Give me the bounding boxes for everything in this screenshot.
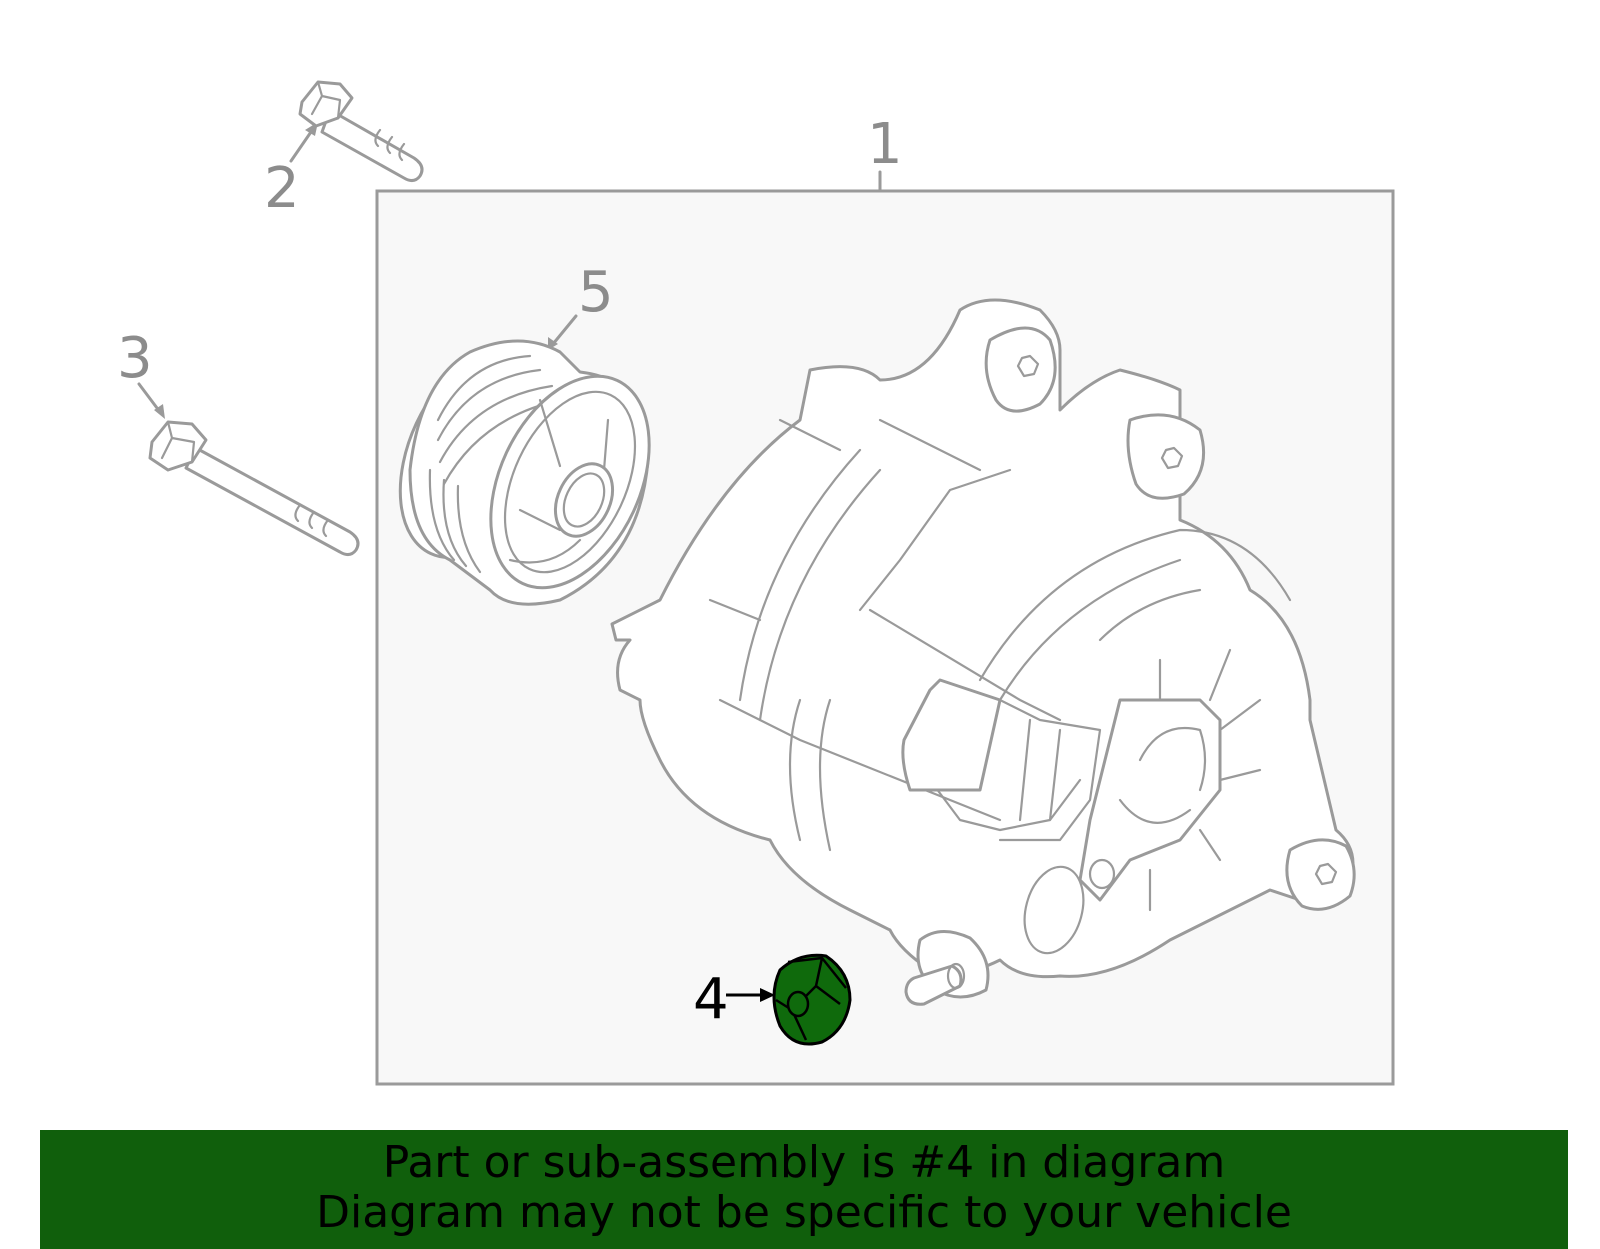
callout-5[interactable]: 5 [578,260,614,325]
banner-line-1: Part or sub-assembly is #4 in diagram [382,1137,1226,1188]
pulley-icon[interactable] [369,322,681,613]
nut-icon[interactable] [772,953,852,1046]
callout-4-arrow [726,988,775,1002]
long-bolt-icon[interactable] [148,420,360,557]
alternator-assembly-icon[interactable] [610,298,1356,1006]
callout-1[interactable]: 1 [867,112,903,177]
callout-2-arrow [289,122,318,163]
callout-3[interactable]: 3 [117,326,153,391]
bolt-icon[interactable] [298,80,424,183]
callout-2[interactable]: 2 [264,156,300,221]
callout-3-arrow [137,382,165,419]
banner-line-2: Diagram may not be specific to your vehi… [316,1187,1292,1238]
callout-4[interactable]: 4 [693,967,729,1032]
info-banner: Part or sub-assembly is #4 in diagram Di… [40,1130,1568,1249]
